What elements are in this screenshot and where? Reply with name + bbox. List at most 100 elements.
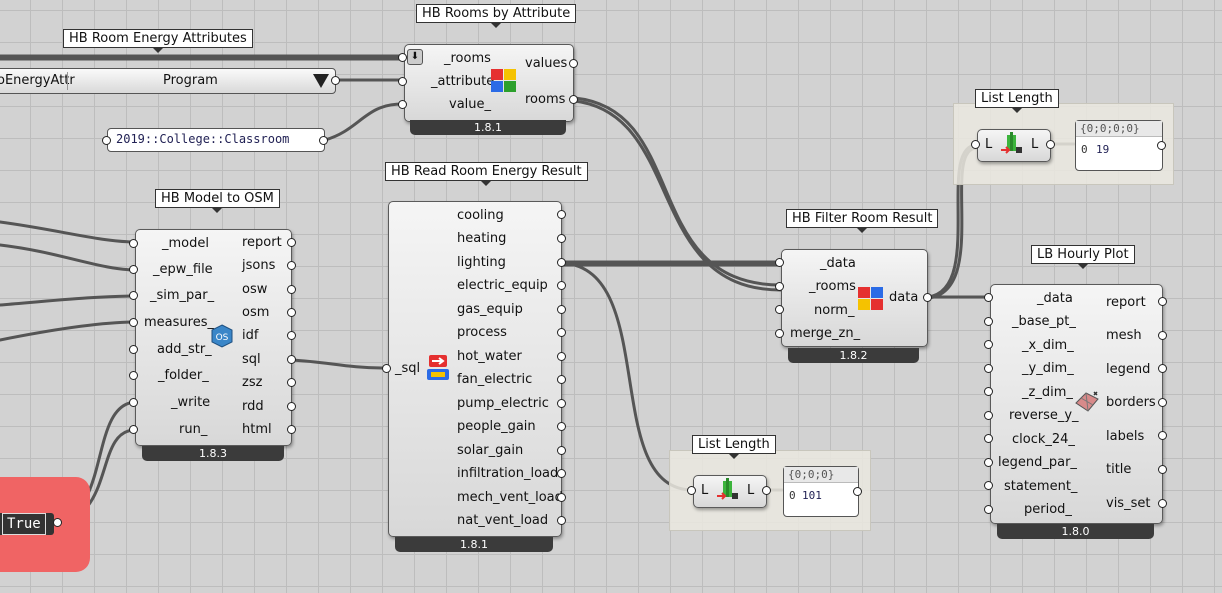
- port[interactable]: [984, 458, 993, 467]
- port[interactable]: [287, 425, 296, 434]
- port[interactable]: [984, 481, 993, 490]
- port[interactable]: [129, 318, 138, 327]
- port[interactable]: [382, 364, 391, 373]
- port[interactable]: [129, 398, 138, 407]
- list-length-2-panel[interactable]: {0;0;0} 0 101: [783, 466, 859, 517]
- port[interactable]: [398, 77, 407, 86]
- port[interactable]: [557, 328, 566, 337]
- port[interactable]: [984, 411, 993, 420]
- flatten-icon[interactable]: ⬇: [407, 49, 423, 65]
- port[interactable]: [557, 493, 566, 502]
- output-l: L: [747, 483, 755, 498]
- port[interactable]: [398, 100, 407, 109]
- wire: [323, 102, 404, 142]
- port[interactable]: [853, 487, 862, 496]
- port[interactable]: [129, 371, 138, 380]
- output-mech-vent-load: mech_vent_load: [457, 490, 563, 505]
- port[interactable]: [775, 329, 784, 338]
- port[interactable]: [971, 140, 980, 149]
- output-report: report: [242, 235, 282, 250]
- port[interactable]: [557, 446, 566, 455]
- output-data: data: [889, 290, 919, 305]
- value-list[interactable]: oEnergyAttr Program: [0, 68, 336, 94]
- input-write: _write: [171, 395, 211, 410]
- port[interactable]: [557, 305, 566, 314]
- port[interactable]: [569, 95, 578, 104]
- hb-read-room-energy-result[interactable]: _sql cooling heating lighting electric_e…: [388, 201, 563, 537]
- port[interactable]: [762, 486, 771, 495]
- port[interactable]: [129, 345, 138, 354]
- boolean-toggle[interactable]: True: [0, 513, 54, 535]
- port[interactable]: [1158, 398, 1167, 407]
- port[interactable]: [129, 239, 138, 248]
- port[interactable]: [287, 331, 296, 340]
- port[interactable]: [557, 399, 566, 408]
- port[interactable]: [102, 136, 111, 145]
- port[interactable]: [775, 305, 784, 314]
- port[interactable]: [287, 308, 296, 317]
- port[interactable]: [984, 505, 993, 514]
- port[interactable]: [984, 317, 993, 326]
- port[interactable]: [557, 422, 566, 431]
- port[interactable]: [53, 518, 62, 527]
- port[interactable]: [319, 136, 328, 145]
- list-length-2[interactable]: L L: [693, 475, 767, 508]
- port[interactable]: [129, 291, 138, 300]
- output-labels: labels: [1106, 429, 1145, 444]
- hb-filter-room-result[interactable]: _data _rooms norm_ merge_zn_ data: [781, 249, 928, 347]
- port[interactable]: [557, 281, 566, 290]
- port[interactable]: [687, 486, 696, 495]
- port[interactable]: [1157, 141, 1166, 150]
- port[interactable]: [1158, 331, 1167, 340]
- port[interactable]: [557, 210, 566, 219]
- list-length-icon: [717, 478, 738, 500]
- port[interactable]: [1158, 297, 1167, 306]
- output-electric-equip: electric_equip: [457, 278, 548, 293]
- program-panel[interactable]: 2019::College::Classroom: [107, 128, 325, 152]
- port[interactable]: [1158, 465, 1167, 474]
- port[interactable]: [1158, 364, 1167, 373]
- port[interactable]: [984, 293, 993, 302]
- hb-rooms-by-attribute[interactable]: ⬇ _rooms _attribute value_ values rooms: [404, 44, 574, 122]
- port[interactable]: [287, 402, 296, 411]
- port[interactable]: [1158, 431, 1167, 440]
- port[interactable]: [557, 375, 566, 384]
- port[interactable]: [287, 378, 296, 387]
- port[interactable]: [984, 387, 993, 396]
- port[interactable]: [557, 469, 566, 478]
- dropdown-arrow-icon[interactable]: [313, 74, 329, 88]
- port[interactable]: [984, 364, 993, 373]
- port[interactable]: [287, 285, 296, 294]
- input-base-pt: _base_pt_: [1012, 314, 1076, 329]
- port[interactable]: [775, 258, 784, 267]
- port[interactable]: [775, 282, 784, 291]
- port[interactable]: [1158, 499, 1167, 508]
- port[interactable]: [557, 258, 566, 267]
- port[interactable]: [557, 516, 566, 525]
- lb-hourly-plot[interactable]: _data _base_pt_ _x_dim_ _y_dim_ _z_dim_ …: [990, 284, 1163, 524]
- input-add-str: add_str_: [157, 342, 212, 357]
- input-sim-par: _sim_par_: [150, 288, 215, 303]
- port[interactable]: [331, 76, 340, 85]
- port[interactable]: [287, 261, 296, 270]
- port[interactable]: [557, 234, 566, 243]
- port[interactable]: [129, 265, 138, 274]
- port[interactable]: [569, 59, 578, 68]
- port[interactable]: [984, 340, 993, 349]
- wire: [0, 243, 139, 272]
- port[interactable]: [984, 434, 993, 443]
- port[interactable]: [287, 238, 296, 247]
- output-vis-set: vis_set: [1106, 496, 1151, 511]
- list-length-1-panel[interactable]: {0;0;0;0} 0 19: [1075, 120, 1163, 171]
- port[interactable]: [398, 53, 407, 62]
- list-length-1[interactable]: L L: [977, 129, 1051, 162]
- port[interactable]: [287, 355, 296, 364]
- label-model-to-osm: HB Model to OSM: [155, 189, 280, 213]
- output-borders: borders: [1106, 395, 1156, 410]
- port[interactable]: [1046, 140, 1055, 149]
- input-legend-par: legend_par_: [998, 455, 1077, 470]
- port[interactable]: [557, 352, 566, 361]
- hb-model-to-osm[interactable]: _model _epw_file _sim_par_ measures_ add…: [135, 229, 292, 446]
- port[interactable]: [923, 293, 932, 302]
- port[interactable]: [129, 425, 138, 434]
